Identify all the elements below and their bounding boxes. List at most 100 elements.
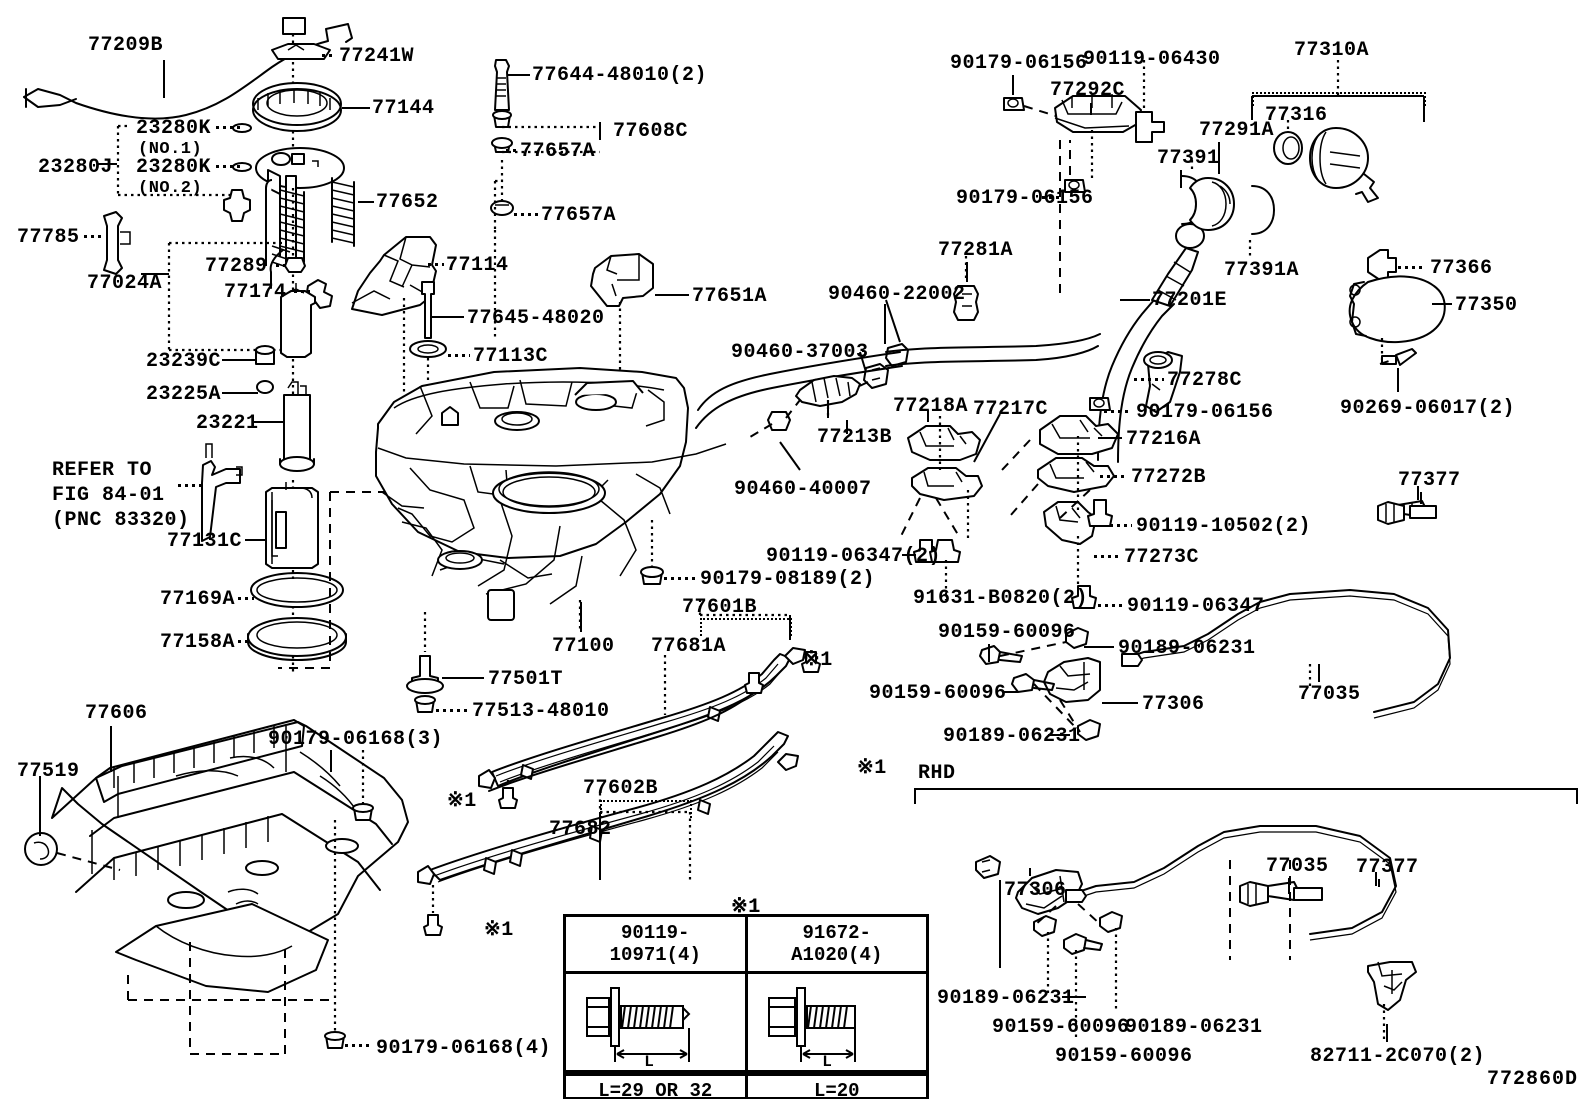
part-label-90179-06156-a: 90179-06156 (950, 52, 1088, 75)
star-callout-5: ※1 (731, 896, 761, 919)
part-label-90189-06231-a: 90189-06231 (1118, 637, 1256, 660)
leader-90189-06231-b (1048, 734, 1070, 736)
part-label-77131C: 77131C (167, 530, 243, 553)
leader-77291A (1218, 142, 1220, 174)
legend-star-title: ※1 (731, 896, 761, 919)
leader-77273C (1094, 555, 1120, 558)
leader-77651A (655, 294, 689, 296)
part-label-77391A: 77391A (1224, 259, 1300, 282)
part-label-77682: 77682 (549, 818, 612, 841)
legend-bolt-image-1: L (566, 974, 748, 1070)
leader-77114 (428, 263, 444, 266)
part-label-77218A: 77218A (893, 395, 969, 418)
part-label-23225A: 23225A (146, 383, 222, 406)
leader-90119-06347-2 (902, 554, 916, 556)
part-label-77391: 77391 (1157, 147, 1220, 170)
leader-77644 (508, 74, 530, 76)
star-callout-2: ※1 (857, 757, 887, 780)
part-label-82711-2C070-2: 82711-2C070(2) (1310, 1045, 1486, 1068)
part-label-77606: 77606 (85, 702, 148, 725)
part-label-77209B: 77209B (88, 34, 164, 57)
part-label-77114: 77114 (446, 254, 509, 277)
leader-23280K2 (216, 165, 244, 168)
part-label-91631-B0820-2: 91631-B0820(2) (913, 587, 1089, 610)
leader-77131C (245, 539, 267, 541)
part-label-90179-06168-3: 90179-06168(3) (268, 728, 444, 751)
part-label-90119-06347-2: 90119-06347(2) (766, 545, 942, 568)
part-label-77644-48010-2: 77644-48010(2) (532, 64, 708, 87)
part-label-90269-06017-2: 90269-06017(2) (1340, 397, 1516, 420)
part-label-90460-40007: 90460-40007 (734, 478, 872, 501)
leader-90460-37003 (862, 350, 864, 352)
leader-77785 (84, 235, 104, 238)
part-label-77306-rhd: 77306 (1004, 879, 1067, 902)
part-label-90179-06168-4: 90179-06168(4) (376, 1037, 552, 1060)
part-label-77213B: 77213B (817, 426, 893, 449)
leader-77209B (163, 60, 165, 98)
leader-90179-06156-a (1012, 75, 1014, 95)
leader-23225A (222, 392, 258, 394)
leader-77606 (110, 726, 112, 772)
part-label-77657A-lower: 77657A (541, 204, 617, 227)
part-label-77289: 77289 (205, 255, 268, 278)
leader-77216A (1098, 437, 1122, 439)
part-label-23280K-no2-qualifier: (NO.2) (138, 179, 203, 198)
leader-77366 (1398, 266, 1426, 269)
legend-bolt-image-2: L (748, 974, 927, 1070)
leader-77377-upper (1420, 492, 1422, 504)
leader-77652 (358, 201, 374, 203)
part-label-77366: 77366 (1430, 257, 1493, 280)
part-label-77645-48020: 77645-48020 (467, 307, 605, 330)
part-label-77602B: 77602B (583, 777, 659, 800)
part-label-23280K-no1: 23280K (136, 117, 212, 140)
leader-reference-note (178, 484, 204, 487)
leader-90179-06168-4 (345, 1044, 373, 1047)
leader-77513 (436, 709, 468, 712)
part-label-23280K-no1-qualifier: (NO.1) (138, 140, 203, 159)
part-label-77657A-upper: 77657A (520, 140, 596, 163)
part-label-90159-60096-a: 90159-60096 (938, 621, 1076, 644)
leader-77113C (448, 354, 470, 357)
legend-length-2: L=20 (747, 1073, 926, 1099)
leader-77289 (276, 264, 290, 267)
part-label-90159-60096-d: 90159-60096 (1055, 1045, 1193, 1068)
leader-90119-06347 (1098, 604, 1124, 607)
legend-dim-label-2: L (822, 1053, 832, 1070)
leader-77100 (580, 602, 582, 632)
leader-90189-06231-c (1062, 996, 1086, 998)
part-label-77217C: 77217C (973, 398, 1049, 421)
part-label-77024A: 77024A (87, 272, 163, 295)
leader-77350 (1432, 303, 1452, 305)
leader-90460-22002 (884, 304, 886, 344)
part-label-77241W: 77241W (339, 45, 415, 68)
part-label-77272B: 77272B (1131, 466, 1207, 489)
legend-dim-label-1: L (644, 1053, 654, 1070)
leader-77281A (966, 262, 968, 282)
leader-77391 (1180, 170, 1182, 188)
leader-77306-upper (1102, 702, 1138, 704)
part-label-77158A: 77158A (160, 631, 236, 654)
part-label-77513-48010: 77513-48010 (472, 700, 610, 723)
part-label-90189-06231-d: 90189-06231 (1125, 1016, 1263, 1039)
leader-77201E (1120, 299, 1150, 301)
leader-90189-06231-a (1084, 646, 1114, 648)
legend-part-1: 90119-10971(4) (566, 917, 748, 974)
leader-77174 (294, 290, 310, 293)
reference-note: REFER TO FIG 84-01 (PNC 83320) (52, 459, 190, 532)
bracket-77310A (1252, 92, 1426, 106)
part-label-23239C: 23239C (146, 350, 222, 373)
star-callout-4: ※1 (484, 919, 514, 942)
part-label-77519: 77519 (17, 760, 80, 783)
part-label-77350: 77350 (1455, 294, 1518, 317)
part-label-90189-06231-c: 90189-06231 (937, 987, 1075, 1010)
leader-90179-06156-b (1042, 196, 1062, 199)
part-label-90159-60096-c: 90159-60096 (992, 1016, 1130, 1039)
part-label-90179-06156-c: 90179-06156 (1136, 401, 1274, 424)
part-label-77316: 77316 (1265, 104, 1328, 127)
part-label-77035-rhd: 77035 (1266, 855, 1329, 878)
leader-77158A (238, 640, 252, 643)
leader-90119-10502 (1110, 524, 1132, 527)
leader-77278C (1134, 378, 1164, 381)
leader-77241W (322, 54, 336, 57)
